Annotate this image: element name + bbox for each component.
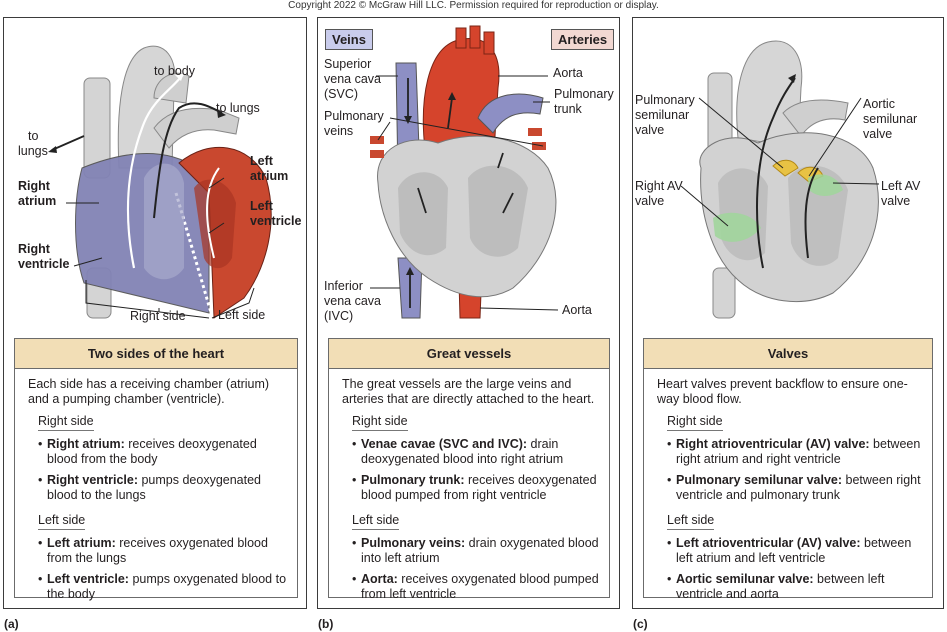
- list-item: •Pulmonary semilunar valve: between righ…: [667, 473, 921, 502]
- label-lav-2: valve: [881, 194, 911, 208]
- info-box-title: Valves: [644, 339, 932, 369]
- label-right-ventricle-2: ventricle: [18, 257, 70, 271]
- info-box-intro: The great vessels are the large veins an…: [342, 377, 595, 406]
- copyright-notice: Copyright 2022 © McGraw Hill LLC. Permis…: [288, 0, 659, 11]
- label-rav-1: Right AV: [635, 179, 683, 193]
- label-psv-2: semilunar: [635, 108, 690, 122]
- label-right-side: Right side: [130, 309, 186, 323]
- left-side-heading: Left side: [667, 513, 715, 530]
- list-item: •Right ventricle: pumps deoxygenated blo…: [38, 473, 262, 502]
- info-box-valves: Valves Heart valves prevent backflow to …: [643, 338, 933, 601]
- label-aorta-bottom: Aorta: [562, 303, 592, 317]
- label-left-side: Left side: [218, 308, 266, 322]
- arteries-tag: Arteries: [551, 29, 615, 50]
- label-svc-1: Superior: [324, 57, 372, 71]
- list-item: •Right atrium: receives deoxygenated blo…: [38, 437, 257, 466]
- label-right-ventricle-1: Right: [18, 242, 50, 256]
- list-item: •Pulmonary trunk: receives deoxygenated …: [352, 473, 597, 502]
- info-box-two-sides: Two sides of the heart Each side has a r…: [14, 338, 298, 601]
- label-to-lungs-left-1: to: [28, 129, 39, 143]
- info-box-intro: Each side has a receiving chamber (atriu…: [28, 377, 270, 406]
- label-asv-2: semilunar: [863, 112, 918, 126]
- label-right-atrium-2: atrium: [18, 194, 57, 208]
- label-ivc-3: (IVC): [324, 309, 354, 323]
- label-pv-2: veins: [324, 124, 354, 138]
- label-pt-2: trunk: [554, 102, 582, 116]
- great-vessels-illustration: [370, 25, 559, 319]
- label-svc-3: (SVC): [324, 87, 359, 101]
- label-left-atrium-1: Left: [250, 154, 273, 168]
- panel-two-sides: to body to lungs to lungs Right atrium R…: [3, 17, 307, 609]
- label-left-atrium-2: atrium: [250, 169, 289, 183]
- panel-valves: Pulmonary semilunar valve Aortic semilun…: [632, 17, 944, 609]
- label-left-ventricle-2: ventricle: [250, 214, 302, 228]
- list-item: •Left ventricle: pumps oxygenated blood …: [38, 572, 287, 601]
- panel-letter-c: (c): [633, 617, 648, 631]
- label-left-ventricle-1: Left: [250, 199, 273, 213]
- label-to-lungs-left-2: lungs: [18, 144, 48, 158]
- list-item: •Left atrioventricular (AV) valve: betwe…: [667, 536, 912, 565]
- label-to-lungs-right: to lungs: [216, 101, 260, 115]
- info-box-title: Two sides of the heart: [15, 339, 297, 369]
- list-item: •Right atrioventricular (AV) valve: betw…: [667, 437, 921, 466]
- panel-great-vessels: Veins Arteries Superior vena cava (SVC) …: [317, 17, 620, 609]
- list-item: •Aorta: receives oxygenated blood pumped…: [352, 572, 599, 601]
- label-ivc-1: Inferior: [324, 279, 363, 293]
- panel-letter-b: (b): [318, 617, 334, 631]
- info-box-great-vessels: Great vessels The great vessels are the …: [328, 338, 610, 601]
- info-box-title: Great vessels: [329, 339, 609, 369]
- label-ivc-2: vena cava: [324, 294, 381, 308]
- list-item: •Aortic semilunar valve: between left ve…: [667, 572, 885, 601]
- label-aorta-top: Aorta: [553, 66, 583, 80]
- heart-sides-illustration: [48, 45, 272, 319]
- label-rav-2: valve: [635, 194, 665, 208]
- right-side-heading: Right side: [38, 414, 94, 431]
- label-to-body: to body: [154, 64, 196, 78]
- label-psv-3: valve: [635, 123, 665, 137]
- label-psv-1: Pulmonary: [635, 93, 695, 107]
- list-item: •Pulmonary veins: drain oxygenated blood…: [352, 536, 599, 565]
- panel-letter-a: (a): [4, 617, 19, 631]
- left-side-heading: Left side: [38, 513, 86, 530]
- label-pv-1: Pulmonary: [324, 109, 384, 123]
- list-item: •Left atrium: receives oxygenated blood …: [38, 536, 268, 565]
- list-item: •Venae cavae (SVC and IVC): drain deoxyg…: [352, 437, 564, 466]
- left-side-heading: Left side: [352, 513, 400, 530]
- label-right-atrium-1: Right: [18, 179, 50, 193]
- label-asv-3: valve: [863, 127, 893, 141]
- valves-illustration: [680, 40, 880, 319]
- right-side-heading: Right side: [667, 414, 723, 431]
- label-pt-1: Pulmonary: [554, 87, 614, 101]
- info-box-intro: Heart valves prevent backflow to ensure …: [657, 377, 908, 406]
- label-asv-1: Aortic: [863, 97, 895, 111]
- veins-tag: Veins: [325, 29, 373, 50]
- label-lav-1: Left AV: [881, 179, 921, 193]
- label-svc-2: vena cava: [324, 72, 381, 86]
- right-side-heading: Right side: [352, 414, 408, 431]
